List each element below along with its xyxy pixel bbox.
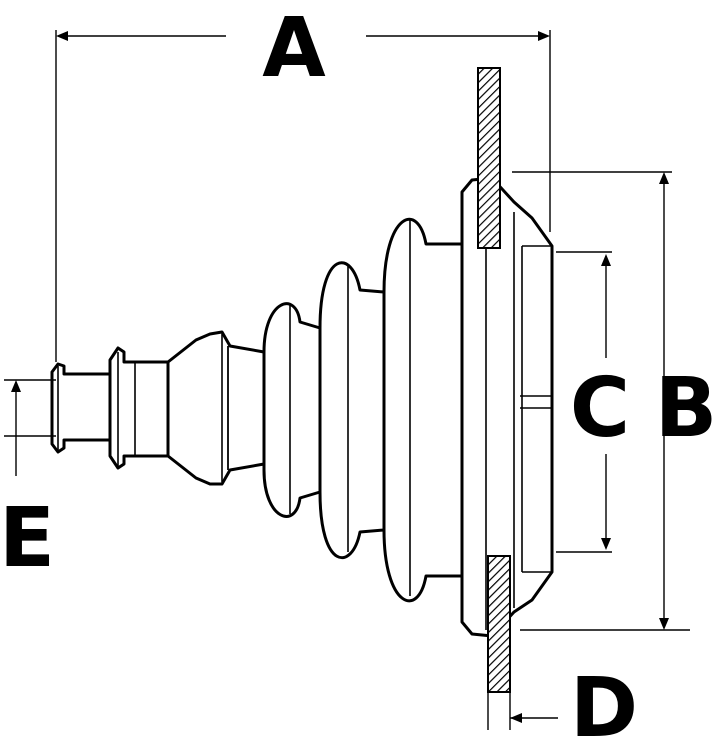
dimension-e	[4, 379, 56, 476]
label-e: E	[0, 491, 55, 586]
label-d: D	[570, 661, 638, 742]
label-a: A	[262, 1, 326, 96]
mounting-panel	[477, 67, 511, 693]
panel-upper	[477, 67, 501, 249]
boot-body	[50, 176, 554, 638]
label-c: C	[570, 361, 630, 456]
panel-lower	[487, 555, 511, 693]
large-end-flange	[460, 176, 554, 638]
small-end-collar	[50, 362, 112, 454]
label-b: B	[655, 361, 715, 456]
dimension-b	[512, 171, 690, 631]
dimension-a	[55, 30, 551, 362]
convolution-1	[262, 302, 322, 518]
neck-cone	[166, 330, 266, 486]
convolution-3	[382, 217, 464, 603]
dimension-c	[556, 251, 612, 553]
convolution-2	[318, 261, 386, 560]
dimension-d	[487, 692, 558, 730]
